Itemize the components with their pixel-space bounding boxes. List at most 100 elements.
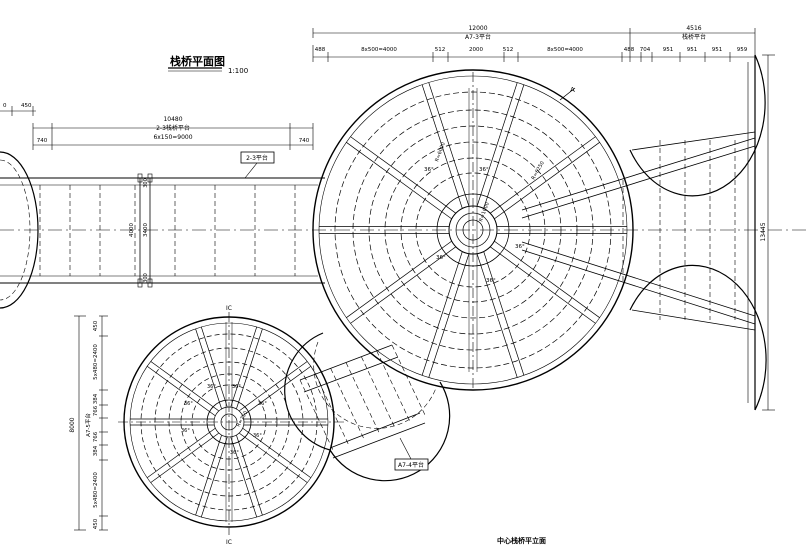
tag-link-a7-4: A7-4平台 <box>398 461 424 469</box>
platform-a7-5-beam <box>230 437 258 518</box>
dim-bridge-inner: 6x150=9000 <box>153 134 192 141</box>
dim-platform-a7-3: A7-3平台 <box>465 33 491 41</box>
platform-a7-5-beam <box>236 435 263 516</box>
dim-left-edge-top: 450 <box>93 320 99 331</box>
label-big-radius: R=6000 <box>434 141 447 162</box>
platform-a7-5-beam <box>146 428 216 479</box>
platform-a7-3-beam <box>346 142 452 220</box>
dim-left-mid-d: 384 <box>93 445 99 456</box>
bridge-support-plate <box>137 278 143 288</box>
platform-a7-5-beam <box>242 428 312 479</box>
bridge-support-plate <box>137 173 143 183</box>
dim-seg-1: 488 <box>315 47 326 53</box>
platform-a7-5-beam <box>195 328 222 409</box>
link-cross-member <box>315 374 349 445</box>
dim-side-seg-1: 704 <box>640 47 651 53</box>
dim-side-total: 4516 <box>686 25 701 32</box>
bridge-support-plate <box>147 173 153 183</box>
drawing-scale: 1:100 <box>228 67 248 75</box>
dim-bridge-left-b: 450 <box>21 103 32 109</box>
dim-seg-5: 512 <box>503 47 514 53</box>
platform-a7-5-beam <box>236 328 263 409</box>
platform-a7-5-beam <box>239 361 308 412</box>
angle-label: 36° <box>181 428 190 434</box>
platform-a7-4-outline <box>329 381 451 482</box>
angle-label: 36° <box>232 384 241 390</box>
tag-leader <box>399 437 412 460</box>
platform-a7-5-beam <box>150 432 219 483</box>
dim-left-mid-a: 384 <box>93 393 99 404</box>
platform-a7-3-beam <box>350 246 456 324</box>
dim-bridge-edge-top: 300 <box>143 178 149 188</box>
platform-a7-5-beam <box>200 326 228 407</box>
platform-a7-3-beam <box>483 251 525 376</box>
angle-label: 36° <box>258 401 267 407</box>
dim-bridge-end-left: 740 <box>37 138 48 144</box>
tag-bridge-2-3: 2-3平台 <box>246 154 268 162</box>
dim-bridge-width-total: 4000 <box>129 223 135 237</box>
footer-caption: 中心栈桥平立面 <box>497 536 546 545</box>
platform-a7-3-beam <box>476 253 518 378</box>
dim-left-total: 8000 <box>69 417 76 432</box>
dim-bridge-name: 2-3栈桥平台 <box>156 124 190 132</box>
platform-a7-3-beam <box>490 136 596 214</box>
dim-total-main: 12000 <box>468 25 487 32</box>
link-cross-member <box>376 350 410 421</box>
platform-a7-3-beam <box>421 251 463 376</box>
right-platform-beam <box>631 309 756 331</box>
dim-left-lower: 5x480=2400 <box>93 472 99 508</box>
right-platform-beam <box>521 145 756 219</box>
link-cross-member <box>299 379 334 451</box>
drawing-geometry <box>0 28 807 535</box>
right-platform-beam <box>631 131 756 151</box>
right-platform-outline <box>629 54 766 197</box>
dim-bridge-left-a: 0 <box>3 103 7 109</box>
platform-a7-3-beam <box>346 240 452 318</box>
platform-a7-3-beam <box>350 136 456 214</box>
dim-left-edge-bottom: 450 <box>93 518 99 529</box>
platform-a7-4-outline <box>284 332 331 451</box>
link-cross-member <box>391 344 426 416</box>
link-cross-member <box>345 362 380 433</box>
platform-a7-5-beam <box>150 361 219 412</box>
platform-a7-5-beam <box>239 432 308 483</box>
ic-mark-top: IC <box>226 305 232 312</box>
dim-side-seg-3: 951 <box>687 47 698 53</box>
dim-bridge-total: 10480 <box>163 116 182 123</box>
dim-right-height: 13445 <box>760 222 767 241</box>
angle-label: 36° <box>184 401 193 407</box>
right-platform-beam <box>521 249 756 325</box>
ic-mark-bottom: IC <box>226 539 232 546</box>
platform-a7-3-beam <box>494 240 600 318</box>
link-beam <box>329 412 421 449</box>
dim-seg-4: 2000 <box>469 47 483 53</box>
platform-a7-3-beam <box>490 246 596 324</box>
dim-seg-2: 8x500=4000 <box>361 47 397 53</box>
right-platform-beam <box>521 137 756 211</box>
angle-label: 36° <box>230 450 239 456</box>
dim-side-seg-5: 959 <box>737 47 748 53</box>
dim-left-name: A7-5平台 <box>84 413 92 437</box>
angle-label: 36° <box>424 167 434 173</box>
dim-side-name: 栈桥平台 <box>682 33 706 41</box>
dim-seg-6: 8x500=4000 <box>547 47 583 53</box>
angle-label: 36° <box>479 167 489 173</box>
dim-side-seg-4: 951 <box>712 47 723 53</box>
angle-label: 36° <box>253 433 262 439</box>
platform-a7-5-beam <box>195 435 222 516</box>
platform-a7-3-beam <box>483 84 525 209</box>
dim-seg-3: 512 <box>435 47 446 53</box>
platform-a7-3-beam <box>494 142 600 220</box>
right-platform-outline <box>629 264 767 411</box>
dim-bridge-end-right: 740 <box>299 138 310 144</box>
dim-left-mid-b: 766 <box>93 405 99 416</box>
platform-a7-3-beam <box>476 82 518 207</box>
dim-left-upper: 5x480=2400 <box>93 344 99 380</box>
angle-label: 36° <box>436 255 446 261</box>
angle-label: 36° <box>486 278 496 284</box>
platform-a7-5-beam <box>146 365 216 416</box>
platform-a7-5-beam <box>200 437 228 518</box>
dim-seg-7: 488 <box>624 47 635 53</box>
platform-a7-5-beam <box>230 326 258 407</box>
